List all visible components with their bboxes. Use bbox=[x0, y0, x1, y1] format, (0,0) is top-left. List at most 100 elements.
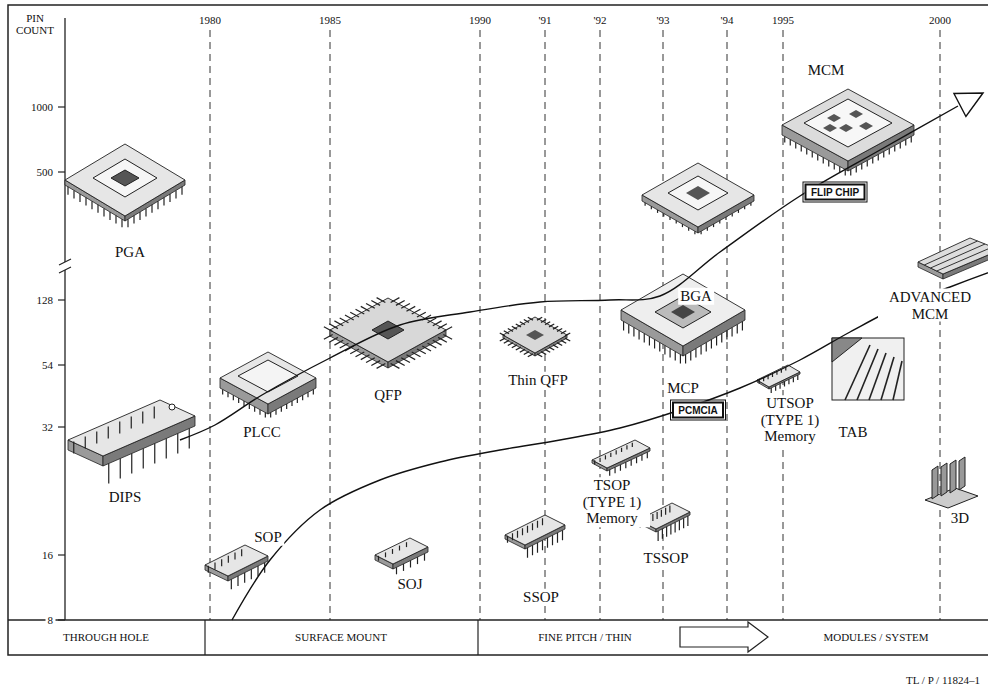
package-lead bbox=[265, 413, 266, 418]
tab-die bbox=[832, 338, 862, 362]
year-gridline bbox=[783, 30, 784, 620]
package-lead bbox=[340, 343, 349, 348]
package-lead bbox=[410, 561, 411, 568]
package-lead bbox=[350, 349, 359, 354]
y-axis bbox=[64, 18, 65, 620]
package-lead bbox=[636, 457, 637, 463]
package-lead bbox=[665, 508, 666, 515]
tick-label: 16 bbox=[40, 549, 55, 561]
package-lead bbox=[524, 319, 529, 322]
package-lead bbox=[788, 379, 789, 384]
package-lead bbox=[406, 355, 415, 360]
band-divider bbox=[477, 620, 478, 655]
package-lead bbox=[302, 395, 303, 400]
package-lead bbox=[657, 512, 658, 519]
package-lead bbox=[911, 137, 912, 143]
package-lead bbox=[396, 301, 405, 306]
band-label: THROUGH HOLE bbox=[63, 631, 149, 643]
package-name: 3D bbox=[949, 510, 971, 527]
package-lead bbox=[557, 343, 562, 346]
package-lead bbox=[562, 530, 563, 540]
package-lead bbox=[784, 137, 785, 143]
package-lead bbox=[557, 533, 558, 543]
package-lead bbox=[682, 224, 683, 227]
package-lead bbox=[605, 455, 606, 459]
package-lead bbox=[633, 328, 634, 337]
mcm-chip bbox=[849, 110, 863, 118]
package-lead bbox=[85, 198, 86, 206]
package-lead bbox=[528, 354, 533, 357]
bga-die bbox=[686, 186, 710, 200]
package-lead bbox=[189, 429, 190, 449]
year-label: '92 bbox=[592, 14, 609, 26]
package-lead bbox=[286, 404, 287, 409]
stack-3d-module bbox=[925, 457, 978, 508]
package-lead bbox=[412, 309, 421, 314]
band-cell: THROUGH HOLE bbox=[60, 630, 152, 644]
package-lead bbox=[823, 158, 824, 164]
package-lead bbox=[537, 354, 542, 357]
package-lead bbox=[85, 437, 86, 449]
package-lead bbox=[366, 358, 375, 363]
package-lead bbox=[401, 358, 410, 363]
package-lead bbox=[594, 460, 595, 464]
year-gridline bbox=[600, 30, 601, 620]
package-lead bbox=[737, 325, 738, 334]
package-lead bbox=[313, 389, 314, 394]
qfp-package bbox=[324, 298, 452, 369]
package-lead bbox=[73, 442, 74, 454]
tick-label: 1000 bbox=[29, 101, 55, 113]
band-cell: SURFACE MOUNT bbox=[292, 630, 390, 644]
trend-arrowhead bbox=[954, 93, 983, 117]
package-lead bbox=[565, 333, 570, 336]
tab-lead bbox=[857, 349, 878, 400]
package-lead bbox=[867, 161, 868, 167]
package-lead bbox=[669, 506, 670, 513]
package-lead bbox=[532, 545, 533, 555]
ssop-package bbox=[505, 515, 565, 558]
package-name: QFP bbox=[372, 387, 404, 404]
package-lead bbox=[700, 346, 701, 355]
year-label: '94 bbox=[719, 14, 736, 26]
package-lead bbox=[237, 576, 238, 586]
package-lead bbox=[541, 319, 546, 322]
mcm-chip bbox=[839, 124, 853, 132]
package-lead bbox=[641, 455, 642, 461]
package-lead bbox=[399, 546, 400, 551]
package-lead bbox=[438, 337, 447, 342]
package-lead bbox=[658, 531, 659, 541]
sop-package bbox=[205, 545, 268, 589]
package-lead bbox=[340, 318, 349, 323]
year-label: '93 bbox=[655, 14, 672, 26]
package-lead bbox=[109, 212, 110, 220]
package-name: Thin QFP bbox=[506, 372, 570, 389]
package-lead bbox=[688, 228, 689, 231]
package-top bbox=[65, 144, 185, 216]
package-lead bbox=[883, 152, 884, 158]
package-lead bbox=[661, 510, 662, 517]
package-lead bbox=[120, 459, 121, 479]
package-lead bbox=[417, 557, 418, 564]
mcm-chip bbox=[827, 114, 841, 122]
package-lead bbox=[500, 338, 505, 341]
package-lead bbox=[545, 322, 550, 325]
package-lead bbox=[512, 345, 517, 348]
package-lead bbox=[732, 213, 733, 216]
package-lead bbox=[433, 321, 442, 326]
band-arrow bbox=[680, 622, 768, 652]
mcm-cavity bbox=[804, 99, 892, 147]
package-lead bbox=[779, 384, 780, 389]
package-lead bbox=[527, 526, 528, 533]
tab-lead bbox=[893, 361, 902, 400]
stack-board bbox=[959, 457, 965, 490]
package-lead bbox=[664, 346, 665, 355]
package-lead bbox=[403, 564, 404, 571]
y-tick bbox=[58, 364, 65, 365]
package-lead bbox=[784, 382, 785, 387]
pga-cavity bbox=[93, 159, 157, 197]
package-lead bbox=[73, 190, 74, 198]
package-lead bbox=[680, 355, 681, 364]
package-lead bbox=[872, 158, 873, 164]
package-lead bbox=[119, 422, 120, 434]
tick-label: 8 bbox=[46, 614, 56, 626]
